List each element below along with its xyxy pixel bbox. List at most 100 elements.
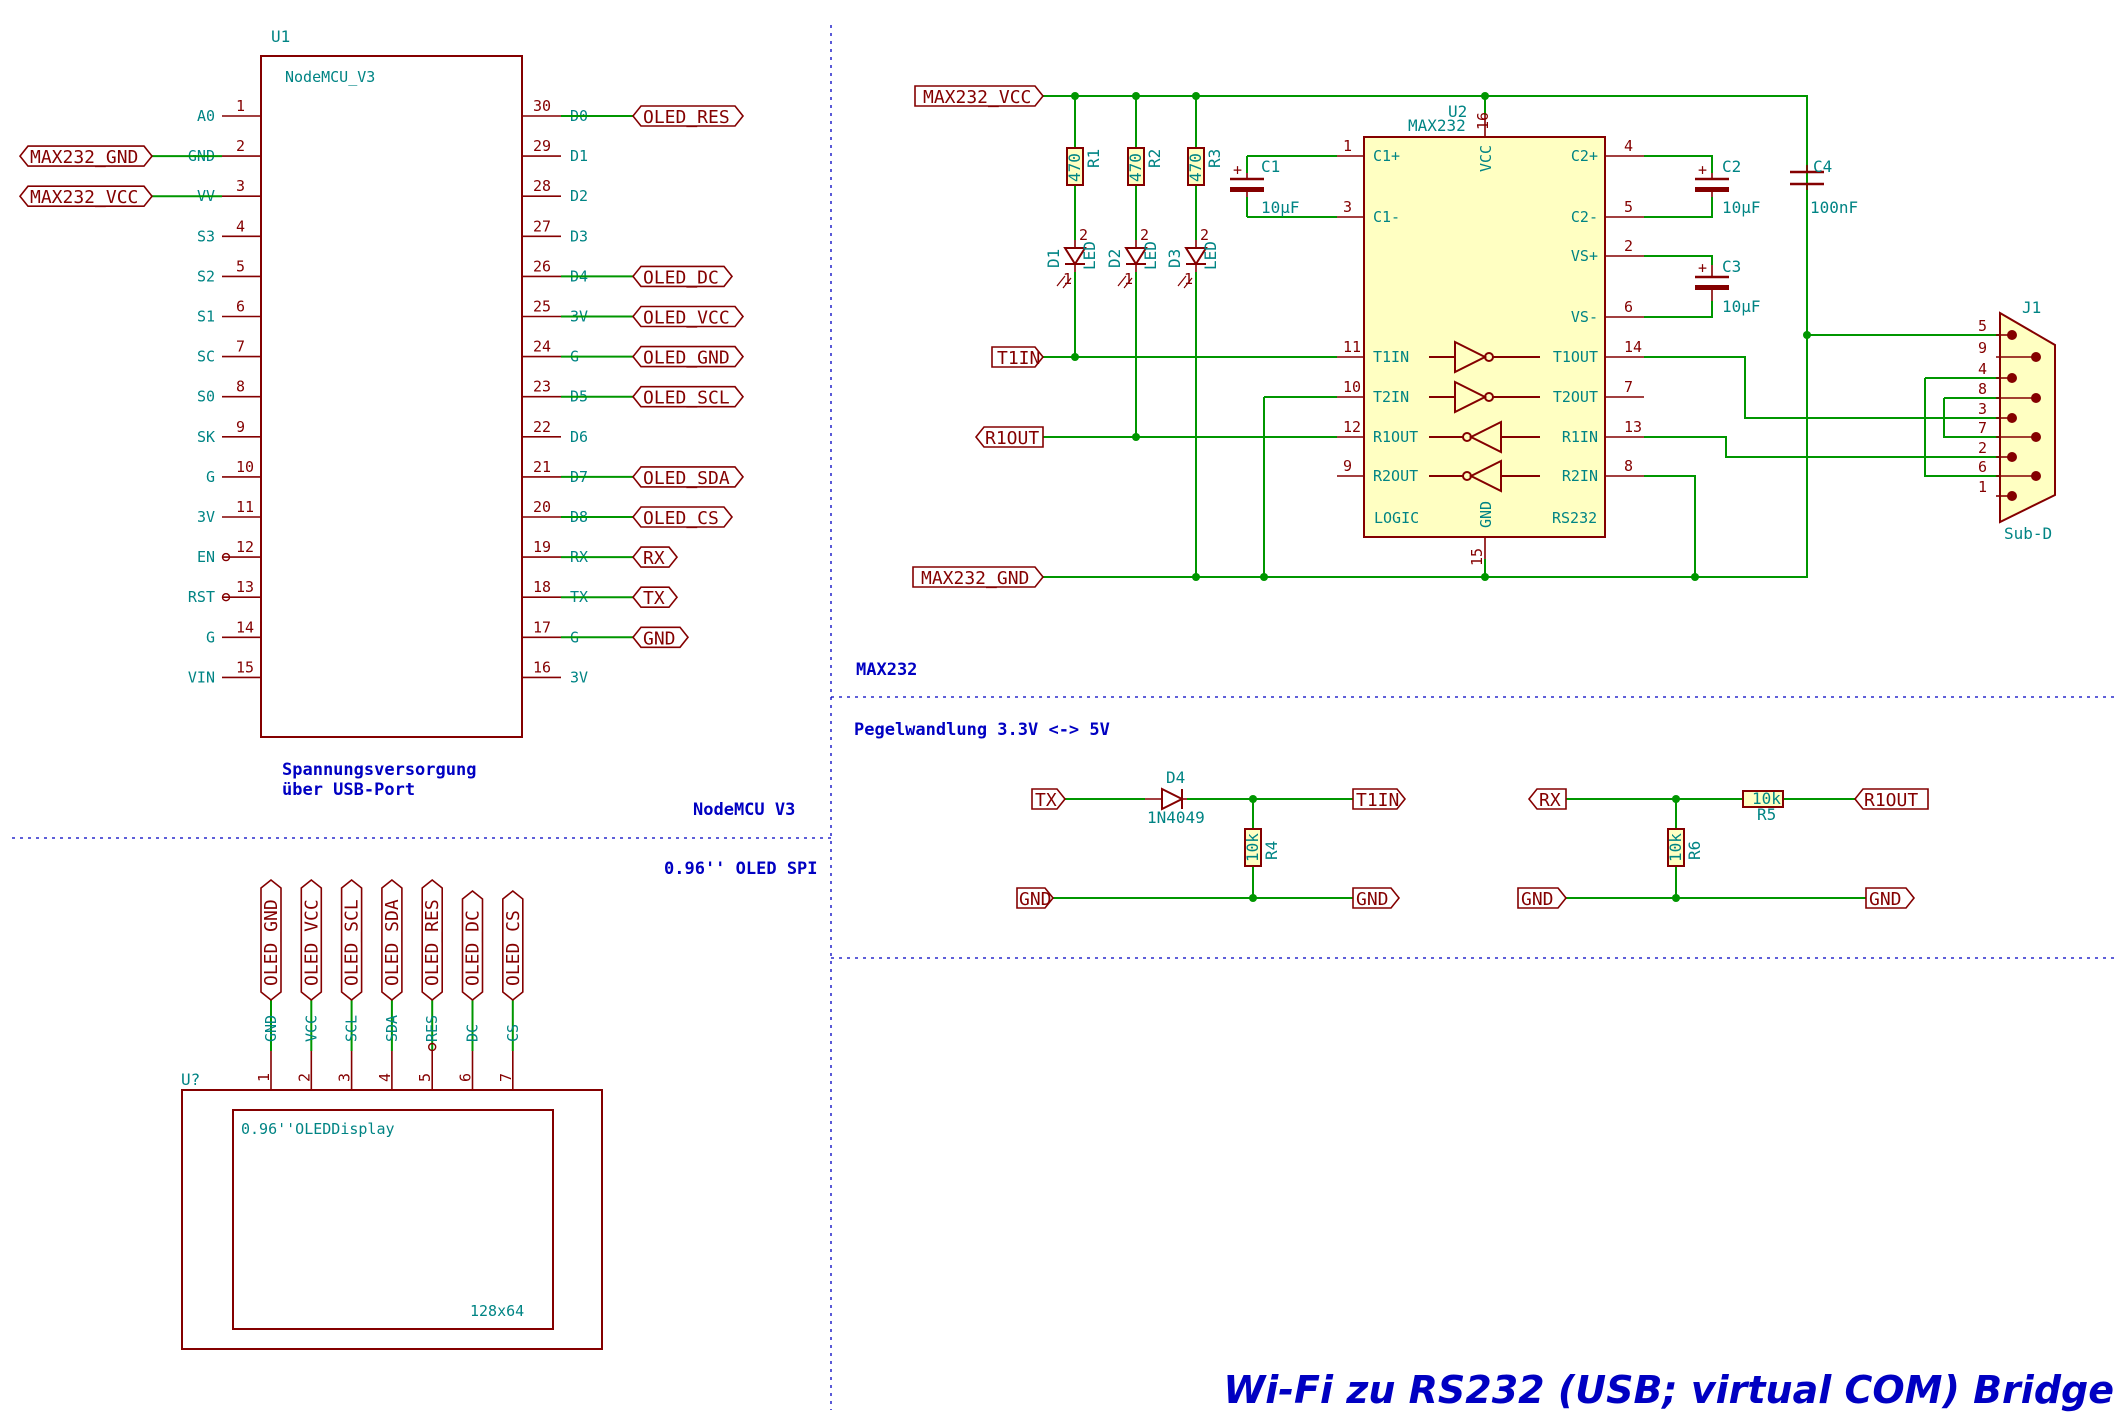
capacitor-value: 10µF [1722, 297, 1761, 316]
pin-number: 15 [236, 658, 254, 676]
pin-name: RES [423, 1015, 441, 1042]
led-pin-1: 1 [1184, 270, 1193, 288]
pin-number: 27 [533, 217, 551, 235]
resistor-value: 470 [1126, 153, 1145, 182]
level-t1in-label: T1IN [1352, 788, 1407, 811]
label-oled_dc: OLED_DC [461, 889, 484, 1002]
pin-number: 23 [533, 378, 551, 396]
svg-text:T1IN: T1IN [1356, 790, 1399, 811]
pin-name: D6 [570, 428, 588, 446]
pin-name: G [206, 628, 215, 646]
label-rx: RX [631, 546, 679, 569]
level-gnd-right-label-2: GND [1865, 887, 1916, 910]
pin-number: 19 [533, 538, 551, 556]
pin-name: VIN [188, 668, 215, 686]
label-oled_cs-text: OLED_CS [643, 508, 719, 529]
r5-ref: R5 [1757, 805, 1776, 824]
pin-number: 22 [533, 418, 551, 436]
label-oled_gnd-text: OLED_GND [643, 348, 730, 369]
j1-pin-6: 6 [1978, 458, 2041, 481]
label-oled_dc: OLED_DC [631, 265, 734, 288]
led-pin-2: 2 [1200, 226, 1209, 244]
pin-number: 17 [533, 618, 551, 636]
nodemcu-left-pins: 1A02GNDMAX232_GND3VVMAX232_VCC4S35S26S17… [18, 97, 261, 686]
r6-value: 10k [1666, 833, 1685, 862]
j1-pin-2: 2 [1978, 439, 2017, 462]
r4-ref: R4 [1262, 841, 1281, 860]
led-pin-2: 2 [1140, 226, 1149, 244]
max232-pin-3: 3C1- [1337, 198, 1400, 226]
max232-buffers [1429, 340, 1540, 493]
pin-name: C2- [1571, 208, 1598, 226]
level-gnd-left-label: GND [1016, 887, 1055, 910]
section-max232: MAX232 [856, 660, 917, 680]
max232-wires [1043, 95, 2013, 578]
label-text: OLED_SCL [342, 899, 363, 986]
pin-number: 5 [1978, 317, 1987, 335]
j1-pin-1: 1 [1978, 478, 2017, 501]
pin-number: 2 [1978, 439, 1987, 457]
label-max232_gnd-text: MAX232_GND [30, 147, 138, 168]
level-section: Pegelwandlung 3.3V <-> 5V TX T1IN GND [854, 720, 1929, 910]
label-gnd-text: GND [643, 628, 676, 649]
level-gnd-right-label: GND [1352, 887, 1401, 910]
pin-number: 9 [236, 418, 245, 436]
svg-text:GND: GND [1019, 889, 1052, 910]
pin-number: 5 [236, 257, 245, 275]
nodemcu-pin-8: 8S0 [197, 378, 261, 406]
capacitor-value: 10µF [1722, 198, 1761, 217]
j1-pin-5: 5 [1978, 317, 2017, 340]
capacitor-ref: C4 [1813, 157, 1832, 176]
nodemcu-pin-5: 5S2 [197, 257, 261, 285]
label-text: OLED_CS [503, 910, 524, 986]
led-pin-2: 2 [1079, 226, 1088, 244]
pin-number: 10 [236, 458, 254, 476]
label-oled_dc-text: OLED_DC [643, 267, 719, 288]
label-oled_cs: OLED_CS [631, 506, 734, 529]
pin-name: C1- [1373, 208, 1400, 226]
pin-name: SDA [383, 1015, 401, 1042]
nodemcu-pin-4: 4S3 [197, 217, 261, 245]
nodemcu-pin-10: 10G [206, 458, 261, 486]
resistor-ref: R1 [1084, 149, 1103, 168]
label-oled_scl: OLED_SCL [631, 385, 745, 409]
max232-pin-5: 5C2- [1571, 198, 1644, 226]
pin-name: C1+ [1373, 147, 1400, 165]
led-pin-1: 1 [1124, 270, 1133, 288]
pin-number: 4 [1978, 360, 1987, 378]
pin-name: T1OUT [1553, 348, 1598, 366]
nodemcu-pin-9: 9SK [197, 418, 261, 446]
level-r1out-label: R1OUT [1853, 788, 1929, 811]
max232-pin-1: 1C1+ [1337, 137, 1400, 165]
section-level: Pegelwandlung 3.3V <-> 5V [854, 720, 1110, 740]
pin-number: 5 [416, 1073, 434, 1082]
label-oled_scl-text: OLED_SCL [643, 388, 730, 409]
nodemcu-pin-1: 1A0 [197, 97, 261, 125]
power-note-line-2: über USB-Port [282, 780, 415, 800]
max232-gnd-label: MAX232_GND [912, 566, 1045, 589]
pin-name: CS [504, 1024, 522, 1042]
max232-vcc-label: MAX232_VCC [914, 85, 1045, 108]
pin-number: 3 [336, 1073, 354, 1082]
